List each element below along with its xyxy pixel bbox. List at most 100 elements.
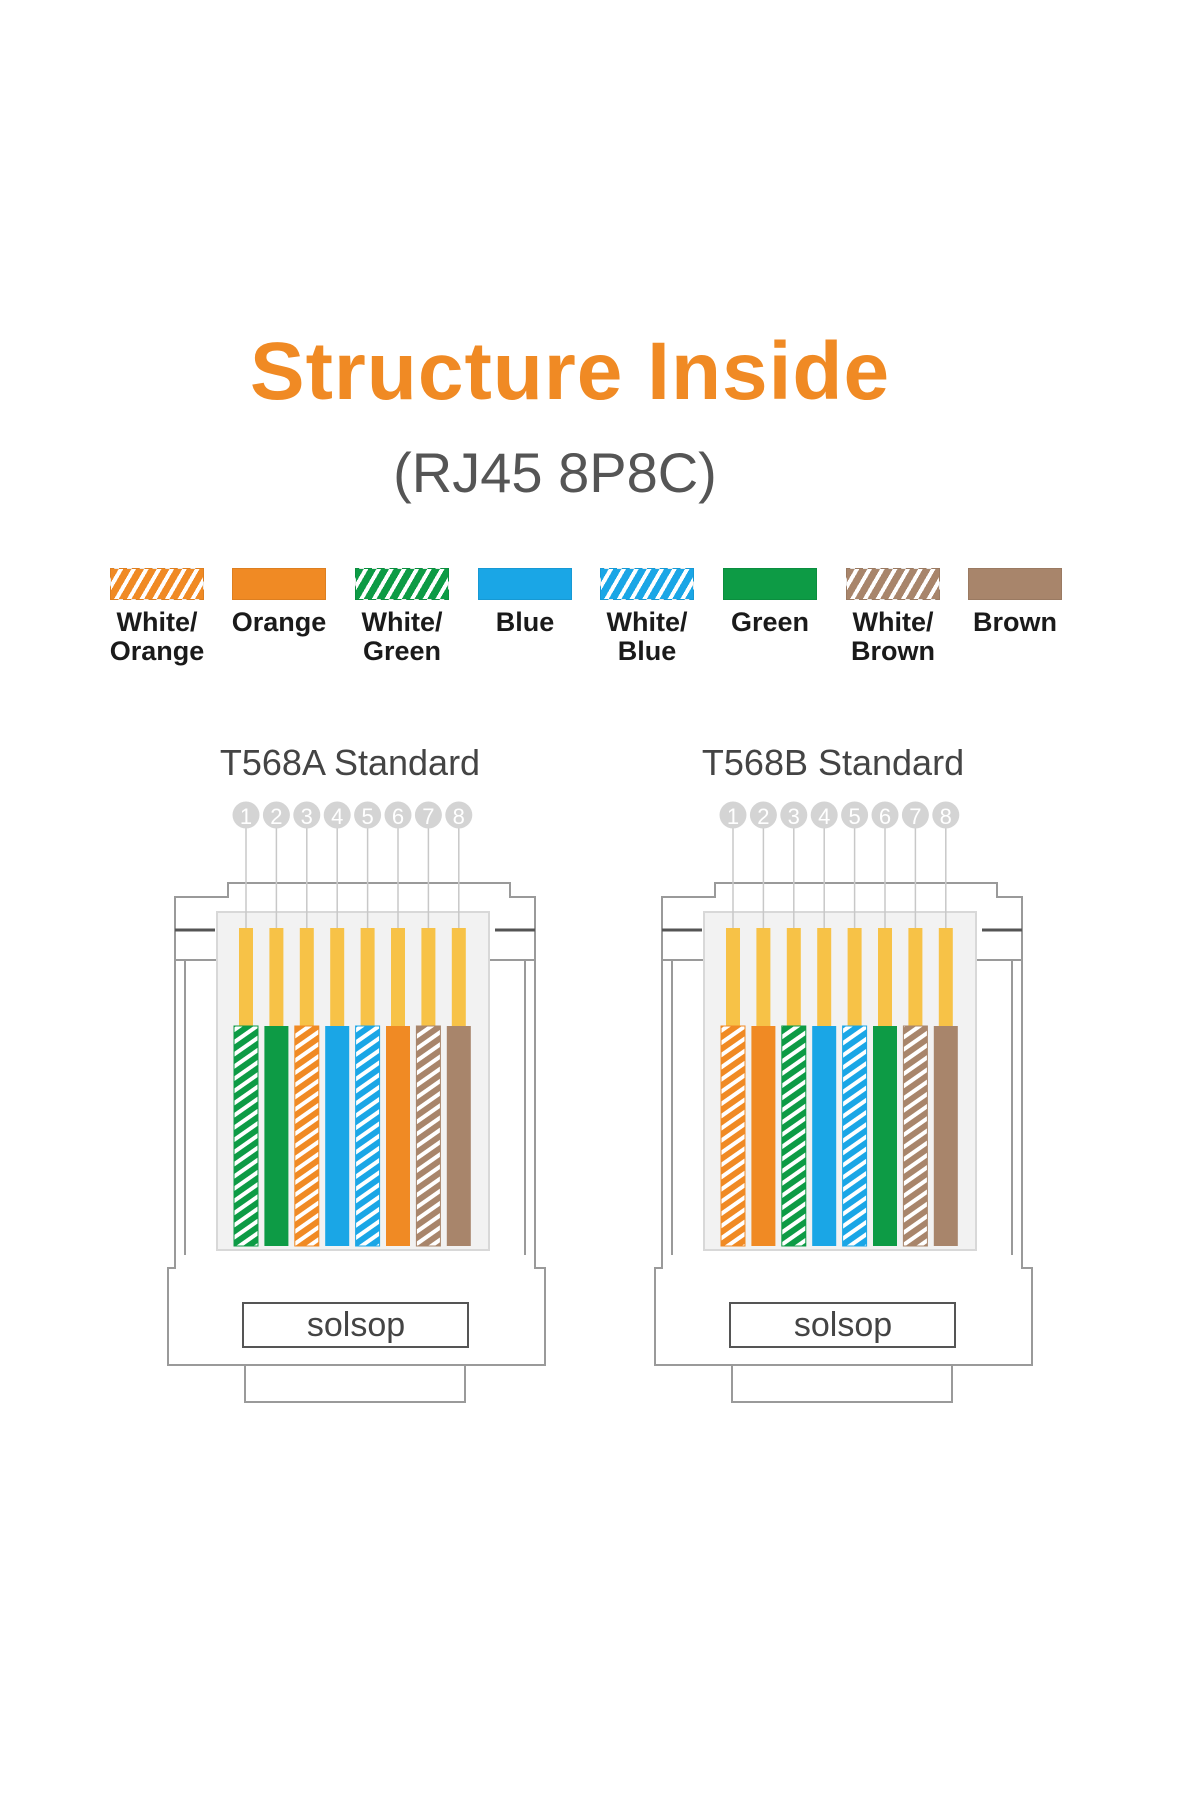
pin-number: 8 <box>940 804 952 829</box>
pin-number-badge <box>932 801 960 829</box>
pin-number-badge <box>841 801 869 829</box>
wire-conductor <box>720 1025 746 1247</box>
wire-conductor <box>873 1026 897 1246</box>
brand-label-box <box>729 1302 956 1348</box>
pin-number: 7 <box>909 804 921 829</box>
pin-number: 1 <box>727 804 739 829</box>
legend-label: Blue <box>495 607 555 637</box>
page-title: Structure Inside <box>249 326 891 417</box>
pin-number-badge <box>871 801 899 829</box>
wire-conductor <box>842 1025 868 1247</box>
gold-contact <box>421 928 436 1026</box>
pin-number: 4 <box>818 804 830 829</box>
legend-swatch <box>600 568 694 600</box>
wire-conductor <box>933 1026 958 1246</box>
gold-contact <box>847 928 862 1026</box>
pin-number-badge <box>719 801 747 829</box>
gold-contact <box>451 928 466 1026</box>
pin-number-badge <box>384 801 412 829</box>
pin-number-badge <box>293 801 321 829</box>
pin-number: 5 <box>848 804 860 829</box>
legend-swatch <box>232 568 326 600</box>
wire-conductor <box>386 1026 410 1246</box>
pin-number-badge <box>354 801 382 829</box>
wire-conductor <box>355 1025 381 1247</box>
pin-number-badge <box>810 801 838 829</box>
gold-contact <box>938 928 953 1026</box>
gold-contact <box>878 928 892 1026</box>
legend-swatch <box>968 568 1062 600</box>
t568a-title: T568A Standard <box>219 742 481 783</box>
legend-item: White/ Orange <box>97 568 217 666</box>
gold-contact <box>817 928 832 1026</box>
legend-label: Green <box>730 607 810 637</box>
wire-conductor <box>325 1026 350 1246</box>
pin-number-badge <box>262 801 290 829</box>
pin-number: 6 <box>879 804 891 829</box>
wire-conductor <box>264 1026 289 1246</box>
legend-item: White/ Green <box>342 568 462 666</box>
pin-number-badge <box>232 801 260 829</box>
legend-item: Blue <box>465 568 585 637</box>
brand-label-box <box>242 1302 469 1348</box>
legend-label: White/ Blue <box>606 607 688 666</box>
wire-window <box>216 911 490 1251</box>
gold-contact <box>908 928 923 1026</box>
legend-item: Brown <box>955 568 1075 637</box>
pin-number: 8 <box>453 804 465 829</box>
wire-conductor <box>812 1026 837 1246</box>
legend-swatch <box>723 568 817 600</box>
connector-top-cap <box>174 882 536 961</box>
legend-swatch <box>355 568 449 600</box>
wire-conductor <box>446 1026 471 1246</box>
gold-contact <box>330 928 345 1026</box>
brand-label: solsop <box>307 1306 405 1344</box>
gold-contact <box>299 928 314 1026</box>
legend-swatch <box>478 568 572 600</box>
connector-body <box>654 960 1033 1366</box>
legend-label: White/ Orange <box>109 607 205 666</box>
gold-contact <box>391 928 405 1026</box>
pin-number: 2 <box>270 804 282 829</box>
pin-number-badge <box>445 801 473 829</box>
legend-item: Green <box>710 568 830 637</box>
legend-item: White/ Brown <box>833 568 953 666</box>
gold-contact <box>269 928 284 1026</box>
gold-contact <box>756 928 771 1026</box>
gold-contact <box>239 928 253 1026</box>
pin-number-badge <box>901 801 929 829</box>
pin-number: 5 <box>361 804 373 829</box>
legend-label: Orange <box>231 607 327 637</box>
pin-number: 6 <box>392 804 404 829</box>
connector-bottom-tab <box>244 1365 466 1403</box>
pin-number-badge <box>780 801 808 829</box>
brand-label: solsop <box>794 1306 892 1344</box>
pin-number-badge <box>414 801 442 829</box>
legend-swatch <box>110 568 204 600</box>
connector-body <box>167 960 546 1366</box>
pin-number-badge <box>749 801 777 829</box>
legend-swatch <box>846 568 940 600</box>
gold-contact <box>786 928 801 1026</box>
gold-contact <box>360 928 375 1026</box>
connector-bottom-tab <box>731 1365 953 1403</box>
pin-number: 3 <box>301 804 313 829</box>
pin-number: 2 <box>757 804 769 829</box>
legend-label: White/ Green <box>361 607 443 666</box>
pin-number: 7 <box>422 804 434 829</box>
legend-item: White/ Blue <box>587 568 707 666</box>
legend-item: Orange <box>219 568 339 637</box>
wire-conductor <box>902 1025 928 1247</box>
wire-conductor <box>294 1025 320 1247</box>
wire-window <box>703 911 977 1251</box>
gold-contact <box>726 928 740 1026</box>
wire-conductor <box>751 1026 776 1246</box>
t568b-title: T568B Standard <box>701 742 965 783</box>
page-subtitle: (RJ45 8P8C) <box>393 441 717 504</box>
wire-conductor <box>233 1025 259 1247</box>
pin-number: 3 <box>788 804 800 829</box>
connector-top-cap <box>661 882 1023 961</box>
